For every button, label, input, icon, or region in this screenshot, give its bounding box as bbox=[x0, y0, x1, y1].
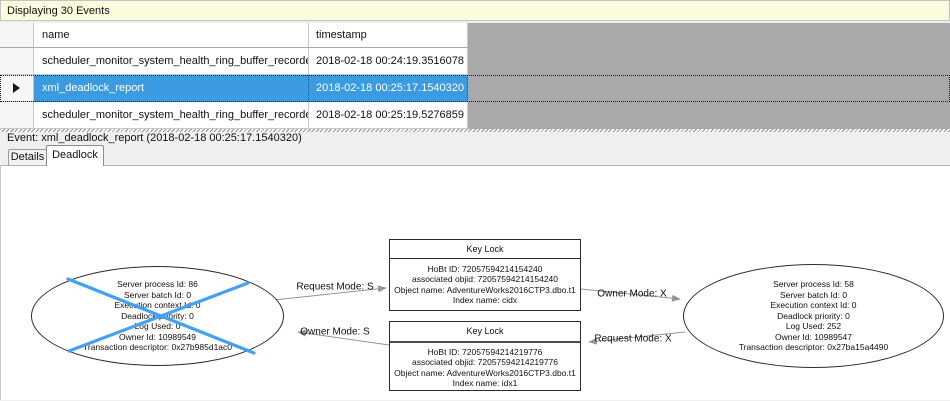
row-selector-cell[interactable] bbox=[0, 75, 34, 102]
process-line: Log Used: 0 bbox=[134, 321, 181, 332]
events-count-bar: Displaying 30 Events bbox=[0, 0, 950, 21]
column-header-name[interactable]: name bbox=[34, 23, 309, 48]
process-line: Execution context Id: 0 bbox=[114, 300, 201, 311]
column-header-timestamp[interactable]: timestamp bbox=[309, 23, 468, 48]
event-summary: Event: xml_deadlock_report (2018-02-18 0… bbox=[7, 132, 302, 144]
process-line: Server batch Id: 0 bbox=[779, 289, 848, 300]
event-name-cell[interactable]: scheduler_monitor_system_health_ring_buf… bbox=[34, 48, 309, 75]
tab-strip: Details Deadlock bbox=[0, 145, 950, 166]
resource-line: Index name: cidx bbox=[452, 294, 518, 305]
resource-line: HoBt ID: 72057594214154240 bbox=[427, 263, 543, 274]
table-row-selected[interactable]: xml_deadlock_report 2018-02-18 00:25:17.… bbox=[0, 75, 950, 102]
resource-title: Key Lock bbox=[390, 322, 580, 343]
resource-line: Object name: AdventureWorks2016CTP3.dbo.… bbox=[394, 284, 576, 295]
edge-label-request-x: Request Mode: X bbox=[594, 333, 672, 345]
table-row[interactable]: scheduler_monitor_system_health_ring_buf… bbox=[0, 102, 950, 129]
process-line: Transaction descriptor: 0x27ba15a4490 bbox=[738, 342, 889, 353]
grid-empty-area bbox=[468, 75, 950, 102]
event-timestamp-cell[interactable]: 2018-02-18 00:25:17.1540320 bbox=[309, 75, 468, 102]
resource-line: Object name: AdventureWorks2016CTP3.dbo.… bbox=[394, 367, 576, 378]
resource-line: associated objid: 72057594214154240 bbox=[411, 274, 559, 285]
resource-line: HoBt ID: 72057594214219776 bbox=[427, 346, 543, 357]
resource-line: associated objid: 72057594214219776 bbox=[411, 357, 559, 368]
process-line: Server process Id: 58 bbox=[773, 279, 854, 290]
process-node-victim: Server process Id: 86 Server batch Id: 0… bbox=[31, 266, 284, 366]
process-line: Log Used: 252 bbox=[785, 321, 842, 332]
process-line: Server process Id: 86 bbox=[117, 279, 198, 290]
grid-empty-area bbox=[468, 48, 950, 75]
row-selector-cell[interactable] bbox=[0, 48, 34, 75]
event-timestamp-cell[interactable]: 2018-02-18 00:24:19.3516078 bbox=[309, 48, 468, 75]
edge-label-owner-s: Owner Mode: S bbox=[300, 326, 370, 338]
process-line: Transaction descriptor: 0x27b985d1ac0 bbox=[83, 342, 232, 353]
row-selector-cell[interactable] bbox=[0, 102, 34, 129]
grid-header-row: name timestamp bbox=[0, 23, 950, 48]
edge-label-owner-x: Owner Mode: X bbox=[597, 288, 667, 300]
process-line: Execution context Id: 0 bbox=[770, 300, 857, 311]
event-timestamp-cell[interactable]: 2018-02-18 00:25:19.5276859 bbox=[309, 102, 468, 129]
grid-empty-area bbox=[468, 102, 950, 129]
resource-node-top: Key Lock HoBt ID: 72057594214154240 asso… bbox=[389, 239, 581, 311]
process-node: Server process Id: 58 Server batch Id: 0… bbox=[683, 264, 944, 368]
process-line: Owner Id: 10989549 bbox=[118, 331, 197, 342]
grid-splitter[interactable] bbox=[0, 129, 950, 132]
tab-details[interactable]: Details bbox=[8, 149, 47, 165]
grid-empty-area bbox=[468, 23, 950, 48]
process-line: Server batch Id: 0 bbox=[123, 289, 192, 300]
resource-line: Index name: idx1 bbox=[452, 377, 518, 388]
process-line: Owner Id: 10989547 bbox=[774, 331, 853, 342]
table-row[interactable]: scheduler_monitor_system_health_ring_buf… bbox=[0, 48, 950, 75]
tab-deadlock[interactable]: Deadlock bbox=[46, 145, 104, 166]
row-selector-header bbox=[0, 23, 34, 48]
edge-label-request-s: Request Mode: S bbox=[296, 281, 374, 293]
selected-row-marker-icon bbox=[13, 83, 20, 93]
events-grid: name timestamp scheduler_monitor_system_… bbox=[0, 23, 950, 129]
process-line: Deadlock priority: 0 bbox=[777, 310, 850, 321]
event-name-cell[interactable]: xml_deadlock_report bbox=[34, 75, 309, 102]
resource-title: Key Lock bbox=[390, 240, 580, 259]
process-line: Deadlock priority: 0 bbox=[121, 310, 194, 321]
resource-node-bottom: Key Lock HoBt ID: 72057594214219776 asso… bbox=[389, 321, 581, 391]
deadlock-graph-panel: Server process Id: 86 Server batch Id: 0… bbox=[0, 165, 950, 400]
events-count-label: Displaying 30 Events bbox=[7, 5, 110, 17]
event-name-cell[interactable]: scheduler_monitor_system_health_ring_buf… bbox=[34, 102, 309, 129]
